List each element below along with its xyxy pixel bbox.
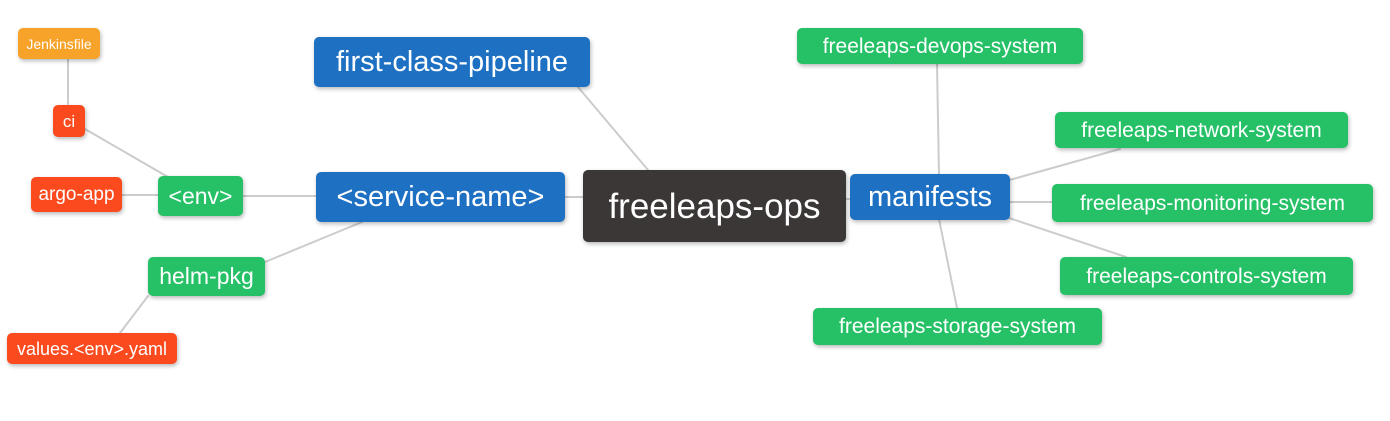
node-label-network-system: freeleaps-network-system	[1081, 118, 1322, 142]
mindmap-node-env[interactable]: <env>	[158, 176, 243, 216]
mindmap-node-ci[interactable]: ci	[53, 105, 85, 137]
edge-ci-env	[84, 128, 169, 178]
mindmap-node-helm-pkg[interactable]: helm-pkg	[148, 257, 265, 296]
mindmap-node-first-class-pipeline[interactable]: first-class-pipeline	[314, 37, 590, 87]
node-label-ci: ci	[62, 111, 76, 131]
edge-manifests-controls-system	[1005, 216, 1127, 258]
node-label-helm-pkg: helm-pkg	[159, 263, 254, 289]
mindmap-node-service-name[interactable]: <service-name>	[316, 172, 565, 222]
node-label-argo-app: argo-app	[38, 184, 115, 205]
node-label-service-name: <service-name>	[336, 180, 545, 213]
node-label-first-class-pipeline: first-class-pipeline	[335, 45, 569, 78]
mindmap-node-storage-system[interactable]: freeleaps-storage-system	[813, 308, 1102, 345]
node-label-storage-system: freeleaps-storage-system	[839, 315, 1076, 338]
mindmap-node-argo-app[interactable]: argo-app	[31, 177, 122, 212]
mindmap-node-freeleaps-ops[interactable]: freeleaps-ops	[583, 170, 846, 242]
mindmap-node-monitoring-system[interactable]: freeleaps-monitoring-system	[1052, 184, 1373, 222]
mindmap-node-network-system[interactable]: freeleaps-network-system	[1055, 112, 1348, 148]
edge-manifests-network-system	[1005, 148, 1121, 182]
node-label-env: <env>	[168, 182, 233, 209]
mindmap-node-jenkinsfile[interactable]: Jenkinsfile	[18, 28, 100, 59]
mindmap-node-controls-system[interactable]: freeleaps-controls-system	[1060, 257, 1353, 295]
node-label-jenkinsfile: Jenkinsfile	[26, 35, 92, 52]
node-label-manifests: manifests	[867, 180, 993, 213]
node-label-monitoring-system: freeleaps-monitoring-system	[1080, 191, 1345, 215]
mindmap-node-devops-system[interactable]: freeleaps-devops-system	[797, 28, 1083, 64]
edge-service-name-helm-pkg	[264, 221, 363, 263]
mindmap-node-manifests[interactable]: manifests	[850, 174, 1010, 220]
edge-manifests-devops-system	[936, 63, 940, 176]
node-label-freeleaps-ops: freeleaps-ops	[608, 186, 821, 226]
node-label-devops-system: freeleaps-devops-system	[822, 34, 1058, 58]
edge-helm-pkg-values-env-yaml	[119, 295, 149, 334]
node-label-controls-system: freeleaps-controls-system	[1086, 264, 1327, 288]
edge-first-class-pipeline-freeleaps-ops	[577, 86, 649, 171]
edge-manifests-storage-system	[938, 218, 958, 309]
node-label-values-env-yaml: values.<env>.yaml	[16, 338, 168, 359]
mindmap-node-values-env-yaml[interactable]: values.<env>.yaml	[7, 333, 177, 364]
